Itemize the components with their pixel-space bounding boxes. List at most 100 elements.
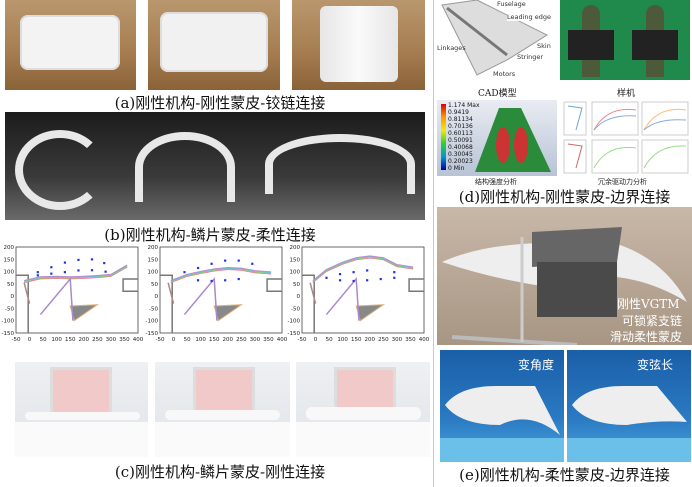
x-tick-label: 250 — [378, 337, 389, 343]
target-point — [183, 271, 186, 274]
scale-skin-flexible-photo — [5, 112, 425, 220]
sliding-flexible-skin-label: 滑动柔性蒙皮 — [610, 330, 683, 344]
linkage-bar — [325, 277, 360, 321]
target-point — [237, 259, 240, 262]
x-tick-label: 50 — [326, 337, 333, 343]
fea-legend-value: 0.9419 — [448, 109, 469, 116]
skin-curve — [170, 269, 272, 284]
skin-curve — [312, 257, 414, 283]
x-tick-label: 400 — [419, 337, 430, 343]
fea-legend-value: 0.60113 — [448, 130, 473, 137]
skin-curve — [170, 268, 272, 283]
dynamics-analysis-label: 冗余驱动力分析 — [598, 178, 647, 186]
strength-analysis-label: 结构强度分析 — [475, 178, 517, 186]
skin-curve — [24, 264, 128, 281]
panel-c-caption: (c)刚性机构-鳞片蒙皮-刚性连接 — [114, 463, 326, 481]
x-tick-label: 300 — [106, 337, 117, 343]
skin-curve — [24, 265, 128, 282]
y-tick-label: 50 — [151, 282, 158, 288]
fea-strength-image: 1.174 Max 0.9419 0.81134 0.70136 0.60113… — [437, 100, 557, 176]
x-tick-label: 400 — [133, 337, 144, 343]
x-tick-label: 200 — [223, 337, 234, 343]
x-tick-label: 350 — [405, 337, 416, 343]
panel-b-caption: (b)刚性机构-鳞片蒙皮-柔性连接 — [104, 226, 316, 244]
target-point — [325, 276, 328, 279]
y-tick-label: 200 — [148, 245, 159, 251]
x-tick-label: 300 — [250, 337, 261, 343]
linkage-bar — [39, 277, 74, 321]
target-point — [196, 266, 200, 270]
y-tick-label: 50 — [293, 282, 300, 288]
callout-fuselage: Fuselage — [497, 0, 526, 8]
fea-legend-max: 1.174 Max — [448, 102, 480, 109]
fea-color-bar — [441, 104, 446, 170]
cad-model-image: Fuselage Leading edge Skin Stringer Moto… — [437, 0, 557, 80]
hinge-skin-photo — [292, 0, 425, 90]
x-tick-label: -50 — [12, 337, 21, 343]
y-tick-label: 50 — [7, 282, 14, 288]
target-point — [90, 258, 94, 261]
skin-curve — [24, 266, 128, 283]
x-tick-label: 150 — [209, 337, 220, 343]
target-point — [36, 271, 39, 274]
x-tick-label: 0 — [314, 337, 318, 343]
y-tick-label: 200 — [290, 245, 301, 251]
x-tick-label: 200 — [79, 337, 90, 343]
variable-chord-label: 变弦长 — [637, 358, 674, 372]
y-tick-label: -50 — [149, 306, 158, 312]
target-point — [50, 266, 53, 269]
x-tick-label: 250 — [236, 337, 247, 343]
target-point — [90, 269, 94, 272]
vgtm-label: 刚性VGTM — [617, 297, 680, 311]
callout-skin: Skin — [537, 42, 551, 50]
y-tick-label: 0 — [11, 294, 15, 300]
vgtm-render: 刚性VGTM 可锁紧支链 滑动柔性蒙皮 — [437, 207, 692, 345]
x-tick-label: 150 — [65, 337, 76, 343]
y-tick-label: 150 — [4, 257, 15, 263]
divider — [433, 0, 434, 487]
plot-frame — [15, 246, 139, 334]
y-tick-label: -150 — [146, 331, 159, 337]
target-point — [352, 279, 355, 283]
target-point — [63, 271, 66, 274]
y-tick-label: 100 — [148, 270, 159, 276]
skin-curve — [170, 266, 272, 281]
scale-skin-rigid-photo-1 — [15, 362, 148, 457]
target-point — [366, 279, 369, 282]
skin-curve — [312, 256, 414, 282]
skin-curve — [312, 256, 414, 283]
target-point — [237, 277, 240, 281]
target-point — [104, 270, 107, 273]
target-point — [196, 279, 200, 282]
fuselage-outline — [302, 274, 315, 333]
fea-legend-value: 0.70136 — [448, 123, 473, 130]
fuselage-outline — [16, 274, 29, 333]
dynamics-analysis-plots — [562, 100, 690, 175]
y-tick-label: -50 — [291, 306, 300, 312]
lockable-branch-label: 可锁紧支链 — [622, 314, 683, 328]
callout-stringer: Stringer — [517, 53, 544, 61]
variable-angle-photo: 变角度 — [440, 350, 564, 462]
callout-leading-edge: Leading edge — [507, 13, 551, 21]
target-point — [210, 279, 213, 283]
y-tick-label: 100 — [4, 270, 15, 276]
x-tick-label: 400 — [277, 337, 288, 343]
linkage-bar — [23, 282, 31, 304]
target-point — [393, 276, 396, 279]
y-tick-label: 150 — [148, 257, 159, 263]
target-point — [338, 273, 342, 276]
panel-e-caption: (e)刚性机构-柔性蒙皮-边界连接 — [459, 466, 670, 484]
y-tick-label: -150 — [288, 331, 301, 337]
cad-label: CAD模型 — [478, 89, 517, 99]
trailing-outline — [266, 278, 282, 292]
target-point — [366, 269, 369, 272]
fea-legend-value: 0.50091 — [448, 137, 473, 144]
fuselage-outline — [160, 274, 173, 333]
target-point — [224, 279, 227, 282]
fea-legend-value: 0.81134 — [448, 116, 473, 123]
target-point — [77, 269, 80, 272]
target-point — [393, 271, 396, 274]
x-tick-label: 300 — [392, 337, 403, 343]
linkage-bar — [309, 282, 317, 304]
